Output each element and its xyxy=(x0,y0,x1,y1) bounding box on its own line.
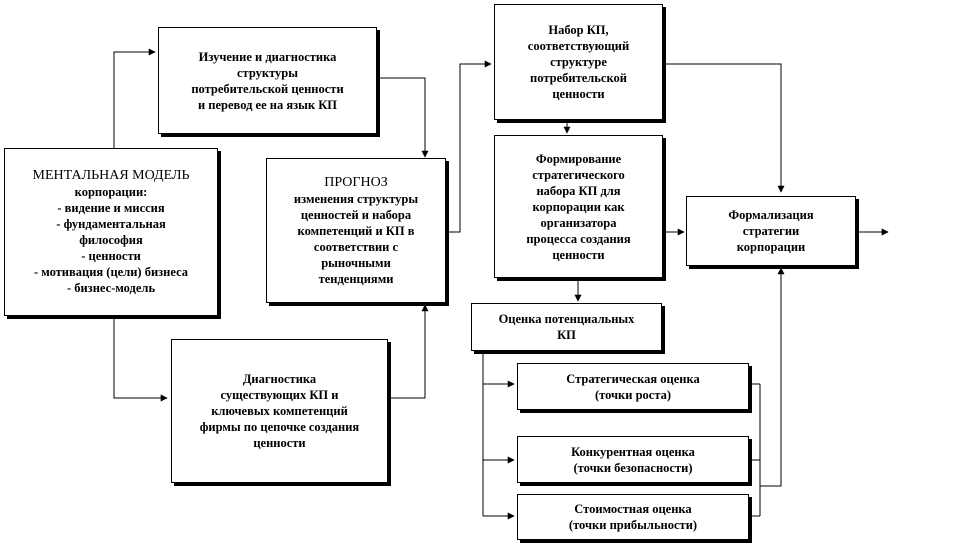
prognoz-line-0: ПРОГНОЗ xyxy=(324,174,388,190)
mental-line-0: МЕНТАЛЬНАЯ МОДЕЛЬ xyxy=(32,168,190,183)
diag-line-1: существующих КП и xyxy=(220,388,339,402)
konk-line-0: Конкурентная оценка xyxy=(571,444,695,459)
mental-line-5: - ценности xyxy=(81,249,141,263)
nabor-line-4: ценности xyxy=(552,87,605,101)
prognoz-line-1: изменения структуры xyxy=(293,191,419,206)
edge-prognoz-to-nabor xyxy=(446,60,492,233)
mental-line-7: - бизнес-модель xyxy=(66,281,156,295)
node-prognoz: ПРОГНОЗ изменения структуры ценностей и … xyxy=(266,158,446,303)
prognoz-line-2: ценностей и набора xyxy=(300,207,412,222)
diag-line-4: ценности xyxy=(253,436,306,450)
node-study-diagnostics: Изучение и диагностика структуры потреби… xyxy=(158,27,377,134)
form-line-1: стратегического xyxy=(532,167,625,182)
node-strategic-evaluation: Стратегическая оценка (точки роста) xyxy=(517,363,749,410)
mental-line-3: - фундаментальная xyxy=(56,217,166,231)
nabor-line-2: структуре xyxy=(550,55,607,69)
edge-mental-to-diag xyxy=(113,316,168,402)
ocenka-line-1: КП xyxy=(557,328,576,342)
stoim-line-0: Стоимостная оценка xyxy=(574,502,692,516)
form-line-2: набора КП для xyxy=(536,183,621,198)
nabor-line-1: соответствующий xyxy=(527,39,630,53)
mental-line-4: философия xyxy=(79,233,143,247)
study-line-2: потребительской ценности xyxy=(191,81,344,96)
form-line-0: Формирование xyxy=(535,151,622,166)
diag-line-2: ключевых компетенций xyxy=(211,404,348,418)
node-competitive-evaluation: Конкурентная оценка (точки безопасности) xyxy=(517,436,749,483)
prognoz-line-5: рыночными xyxy=(321,255,391,270)
edge-mental-to-study xyxy=(113,48,156,148)
formal-line-2: корпорации xyxy=(736,240,806,254)
study-line-0: Изучение и диагностика xyxy=(198,49,337,64)
strat-line-0: Стратегическая оценка xyxy=(566,371,700,386)
formal-line-1: стратегии xyxy=(742,224,800,238)
node-mental-model: МЕНТАЛЬНАЯ МОДЕЛЬ корпорации: - видение … xyxy=(4,148,218,316)
study-line-3: и перевод ее на язык КП xyxy=(197,97,338,112)
diag-line-0: Диагностика xyxy=(242,372,317,386)
nabor-line-0: Набор КП, xyxy=(548,23,609,37)
mental-line-1: корпорации: xyxy=(74,185,148,199)
diag-line-3: фирмы по цепочке создания xyxy=(199,420,360,434)
node-cost-evaluation: Стоимостная оценка (точки прибыльности) xyxy=(517,494,749,540)
konk-line-1: (точки безопасности) xyxy=(573,460,693,475)
edge-study-to-prognoz xyxy=(377,77,429,158)
ocenka-line-0: Оценка потенциальных xyxy=(498,312,635,326)
edge-eval-to-formal xyxy=(760,267,785,487)
node-potential-kp-evaluation: Оценка потенциальных КП xyxy=(471,303,662,351)
form-line-6: ценности xyxy=(552,247,605,262)
stoim-line-1: (точки прибыльности) xyxy=(568,518,698,532)
prognoz-line-3: компетенций и КП в xyxy=(297,223,415,238)
mental-line-6: - мотивация (цели) бизнеса xyxy=(33,265,189,279)
study-line-1: структуры xyxy=(236,65,299,80)
prognoz-line-4: соответствии с xyxy=(313,239,399,254)
form-line-3: корпорации как xyxy=(532,199,625,214)
mental-line-2: - видение и миссия xyxy=(57,201,165,215)
form-line-4: организатора xyxy=(540,215,617,230)
edge-diag-to-prognoz xyxy=(388,304,429,399)
strat-line-1: (точки роста) xyxy=(594,387,672,402)
nabor-line-3: потребительской xyxy=(530,71,627,85)
node-kp-set: Набор КП, соответствующий структуре потр… xyxy=(494,4,663,120)
prognoz-line-6: тенденциями xyxy=(318,271,394,286)
node-diagnostics-existing: Диагностика существующих КП и ключевых к… xyxy=(171,339,388,483)
formal-line-0: Формализация xyxy=(728,208,814,222)
form-line-5: процесса создания xyxy=(526,231,631,246)
edge-nabor-to-formal xyxy=(663,63,785,193)
node-strategic-set-formation: Формирование стратегического набора КП д… xyxy=(494,135,663,278)
node-strategy-formalization: Формализация стратегии корпорации xyxy=(686,196,856,266)
